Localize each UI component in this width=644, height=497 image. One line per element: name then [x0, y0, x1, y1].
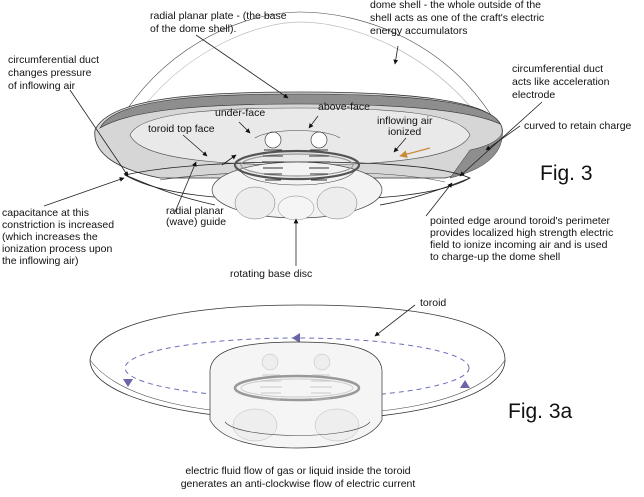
- label-base-disc: rotating base disc: [230, 268, 312, 280]
- flow-arrow-top: [292, 333, 300, 343]
- leader-lines: [43, 34, 543, 266]
- flow-arrow-left: [123, 379, 133, 387]
- label-above-face: above-face: [318, 101, 370, 113]
- label-toroid: toroid: [420, 297, 446, 309]
- fig3a-title: Fig. 3a: [508, 400, 573, 423]
- label-radial-guide: radial planar(wave) guide: [166, 205, 226, 228]
- flow-arrow-right: [460, 380, 470, 388]
- label-toroid-top-face: toroid top face: [148, 123, 215, 135]
- fig3a-labels: toroid Fig. 3a electric fluid flow of ga…: [181, 297, 573, 490]
- flow-path: [124, 337, 470, 399]
- dome-shell: [119, 11, 501, 131]
- fig3a-toroid: [89, 304, 506, 449]
- fig3-craft: [94, 11, 503, 221]
- label-under-face: under-face: [215, 107, 265, 119]
- label-flow-caption: electric fluid flow of gas or liquid ins…: [181, 465, 416, 490]
- fig3-title: Fig. 3: [540, 162, 593, 185]
- duct-band: [99, 93, 501, 129]
- central-toroid: [211, 130, 383, 221]
- label-curved-edge: curved to retain charge: [524, 120, 632, 132]
